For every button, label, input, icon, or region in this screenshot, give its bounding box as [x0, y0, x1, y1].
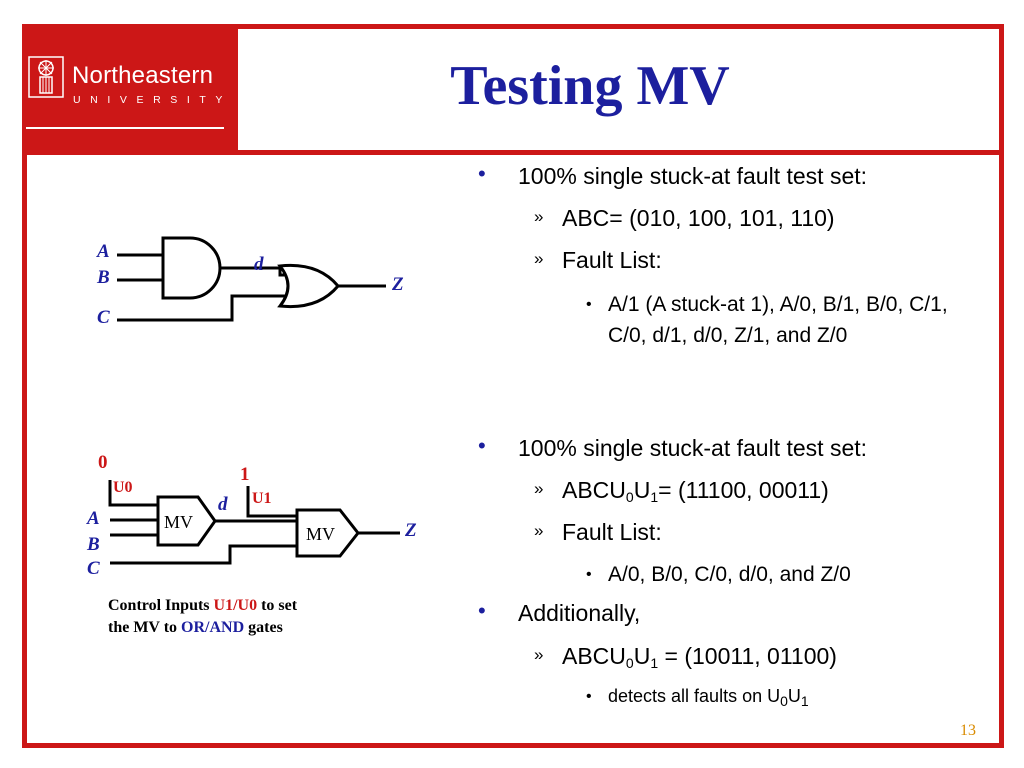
university-emblem-icon [28, 56, 64, 98]
bullet-2-text: 100% single stuck-at fault test set: [518, 435, 868, 461]
header-divider [22, 150, 1004, 155]
label-z: Z [391, 274, 404, 295]
bullet-1-sub2-text: Fault List: [562, 247, 662, 273]
control-name-u1: U1 [252, 490, 272, 507]
bullet-1-sub2-detail-text: A/1 (A stuck-at 1), A/0, B/1, B/0, C/1, … [608, 293, 948, 347]
label-d: d [254, 254, 264, 275]
diagram-caption: Control Inputs U1/U0 to set the MV to OR… [108, 595, 378, 639]
level2-marker: » [534, 479, 544, 498]
bullet-2-sub2-text: Fault List: [562, 519, 662, 545]
bullet-3-text: Additionally, [518, 600, 641, 626]
caption-part1: Control Inputs [108, 597, 214, 614]
mv-gate-1-label: MV [164, 512, 193, 532]
logo-rule [26, 127, 224, 129]
label-a2: A [86, 508, 100, 529]
wire-u1 [246, 486, 297, 518]
wire-c2 [110, 544, 297, 565]
level2-marker: » [534, 249, 544, 268]
or-gate [277, 263, 340, 309]
level2-marker: » [534, 521, 544, 540]
logo-subtitle: UNIVERSITY [73, 94, 233, 106]
caption-part3: to set [257, 597, 298, 614]
label-c: C [97, 307, 110, 328]
mv-gate-2-label: MV [306, 524, 335, 544]
university-logo: Northeastern UNIVERSITY [22, 24, 238, 153]
level3-marker: • [586, 688, 592, 705]
label-z2: Z [404, 520, 417, 541]
label-a: A [96, 241, 110, 262]
level2-marker: » [534, 645, 544, 664]
control-value-1: 1 [240, 464, 250, 485]
wire-c [117, 294, 288, 322]
label-b2: B [86, 534, 100, 555]
label-c2: C [87, 558, 100, 579]
control-value-0: 0 [98, 452, 108, 473]
control-name-u0: U0 [113, 479, 133, 496]
bullet-2-sub2-detail-text: A/0, B/0, C/0, d/0, and Z/0 [608, 563, 851, 586]
wire-u0 [108, 480, 158, 507]
caption-part6: gates [244, 619, 283, 636]
slide-frame [22, 24, 1004, 748]
bullet-2-sub1-text: ABCU0U1= (11100, 00011) [562, 477, 829, 505]
bullet-marker: • [478, 598, 486, 623]
level3-marker: • [586, 296, 592, 313]
bullet-marker: • [478, 161, 486, 186]
caption-part4: the MV to [108, 619, 182, 636]
label-d2: d [218, 494, 228, 515]
level2-marker: » [534, 207, 544, 226]
page-number: 13 [960, 722, 976, 739]
bullet-3-sub1-text: ABCU0U1 = (10011, 01100) [562, 643, 837, 671]
logo-name: Northeastern [72, 62, 214, 89]
circuit-mv [108, 480, 400, 565]
caption-part5: OR/AND [181, 619, 245, 636]
bullet-3-sub1-detail-text: detects all faults on U0U1 [608, 686, 809, 709]
label-b: B [96, 267, 110, 288]
mv-gate-1 [156, 495, 217, 547]
level3-marker: • [586, 566, 592, 583]
bullet-1-sub1-text: ABC= (010, 100, 101, 110) [562, 205, 835, 231]
circuit-standard [117, 236, 386, 322]
bullet-marker: • [478, 433, 486, 458]
slide-title: Testing MV [450, 55, 730, 117]
caption-part2: U1/U0 [213, 597, 258, 614]
and-gate [161, 236, 222, 300]
bullet-1-text: 100% single stuck-at fault test set: [518, 163, 868, 189]
mv-gate-2 [295, 508, 360, 558]
